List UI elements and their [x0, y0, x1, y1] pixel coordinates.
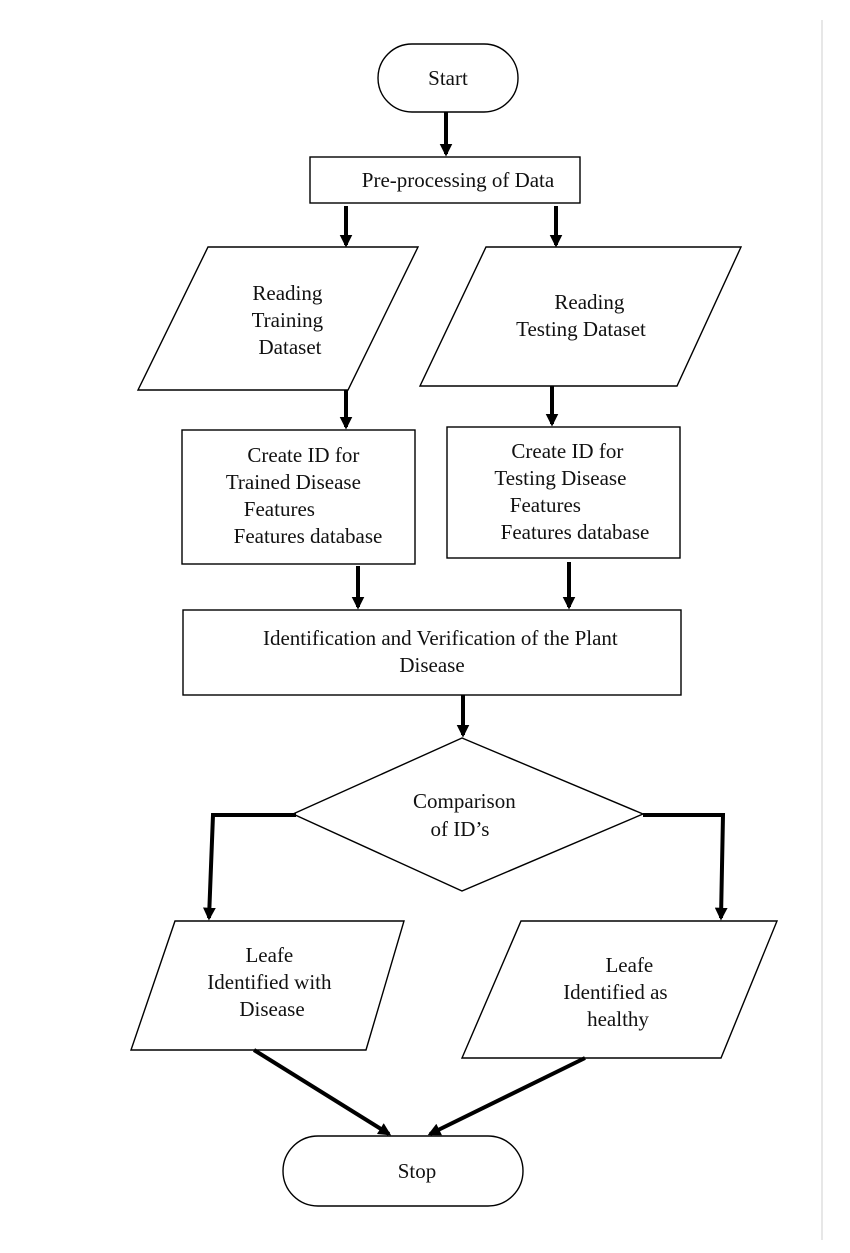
stop-label: Stop — [398, 1159, 437, 1183]
preprocess-box: Pre-processing of Data — [309, 156, 581, 204]
comparison-line-2: of ID’s — [431, 817, 490, 841]
create-testing-line-2: Testing Disease — [494, 466, 626, 490]
start-terminal: Start — [377, 43, 519, 113]
comparison-decision: Comparison of ID’s — [291, 737, 645, 892]
read-testing-parallelogram: Reading Testing Dataset — [418, 246, 743, 387]
preprocess-label: Pre-processing of Data — [362, 168, 555, 192]
svg-text:Leafe Identified with: Leafe Identified with Disease — [207, 943, 336, 1021]
arrow-leaf-healthy-to-stop — [427, 1056, 586, 1136]
read-testing-line-1: Reading — [554, 290, 624, 314]
leaf-healthy-parallelogram: Leafe Identified as healthy — [460, 920, 779, 1059]
svg-text:Create ID for Trained Di: Create ID for Trained Disease Features F… — [226, 443, 383, 548]
create-testing-line-1: Create ID for — [511, 439, 623, 463]
start-label: Start — [428, 66, 468, 90]
leaf-disease-parallelogram: Leafe Identified with Disease — [130, 920, 405, 1051]
create-testing-line-4: Features database — [501, 520, 650, 544]
comparison-line-1: Comparison — [413, 789, 516, 813]
svg-text:Create ID for Testing Di: Create ID for Testing Disease Features F… — [494, 439, 649, 544]
read-testing-line-2: Testing Dataset — [516, 317, 646, 341]
create-trained-line-3: Features — [244, 497, 315, 521]
read-training-line-3: Dataset — [259, 335, 322, 359]
svg-text:Stop: Stop — [398, 1159, 437, 1183]
create-id-trained-box: Create ID for Trained Disease Features F… — [181, 429, 416, 565]
identification-line-1: Identification and Verification of the P… — [263, 626, 618, 650]
leaf-disease-line-3: Disease — [239, 997, 304, 1021]
create-trained-line-4: Features database — [234, 524, 383, 548]
create-testing-line-3: Features — [510, 493, 581, 517]
svg-text:Reading Training D: Reading Training Dataset — [252, 281, 329, 359]
leaf-healthy-line-2: Identified as — [563, 980, 667, 1004]
leaf-healthy-line-3: healthy — [587, 1007, 649, 1031]
create-trained-line-2: Trained Disease — [226, 470, 361, 494]
leaf-disease-line-1: Leafe — [245, 943, 293, 967]
read-training-parallelogram: Reading Training Dataset — [136, 246, 420, 391]
create-id-testing-box: Create ID for Testing Disease Features F… — [446, 426, 681, 559]
arrow-leaf-disease-to-stop — [252, 1048, 392, 1136]
identification-box: Identification and Verification of the P… — [182, 609, 682, 696]
svg-text:Leafe Identified as: Leafe Identified as healthy — [563, 953, 673, 1031]
arrow-comparison-to-leaf-disease — [203, 813, 296, 921]
leaf-disease-line-2: Identified with — [207, 970, 332, 994]
svg-text:Comparison of ID’s: Comparison of ID’s — [413, 789, 521, 841]
svg-text:Start: Start — [428, 66, 468, 90]
svg-text:Reading Testing Dataset: Reading Testing Dataset — [516, 290, 646, 341]
read-training-line-1: Reading — [252, 281, 322, 305]
identification-line-2: Disease — [399, 653, 464, 677]
svg-text:Pre-processing of Data: Pre-processing of Data — [362, 168, 555, 192]
read-training-line-2: Training — [252, 308, 324, 332]
create-trained-line-1: Create ID for — [247, 443, 359, 467]
leaf-healthy-line-1: Leafe — [605, 953, 653, 977]
arrow-comparison-to-leaf-healthy — [643, 813, 728, 921]
svg-text:Identification and Verificatio: Identification and Verification of the P… — [263, 626, 623, 677]
stop-terminal: Stop — [282, 1135, 524, 1207]
